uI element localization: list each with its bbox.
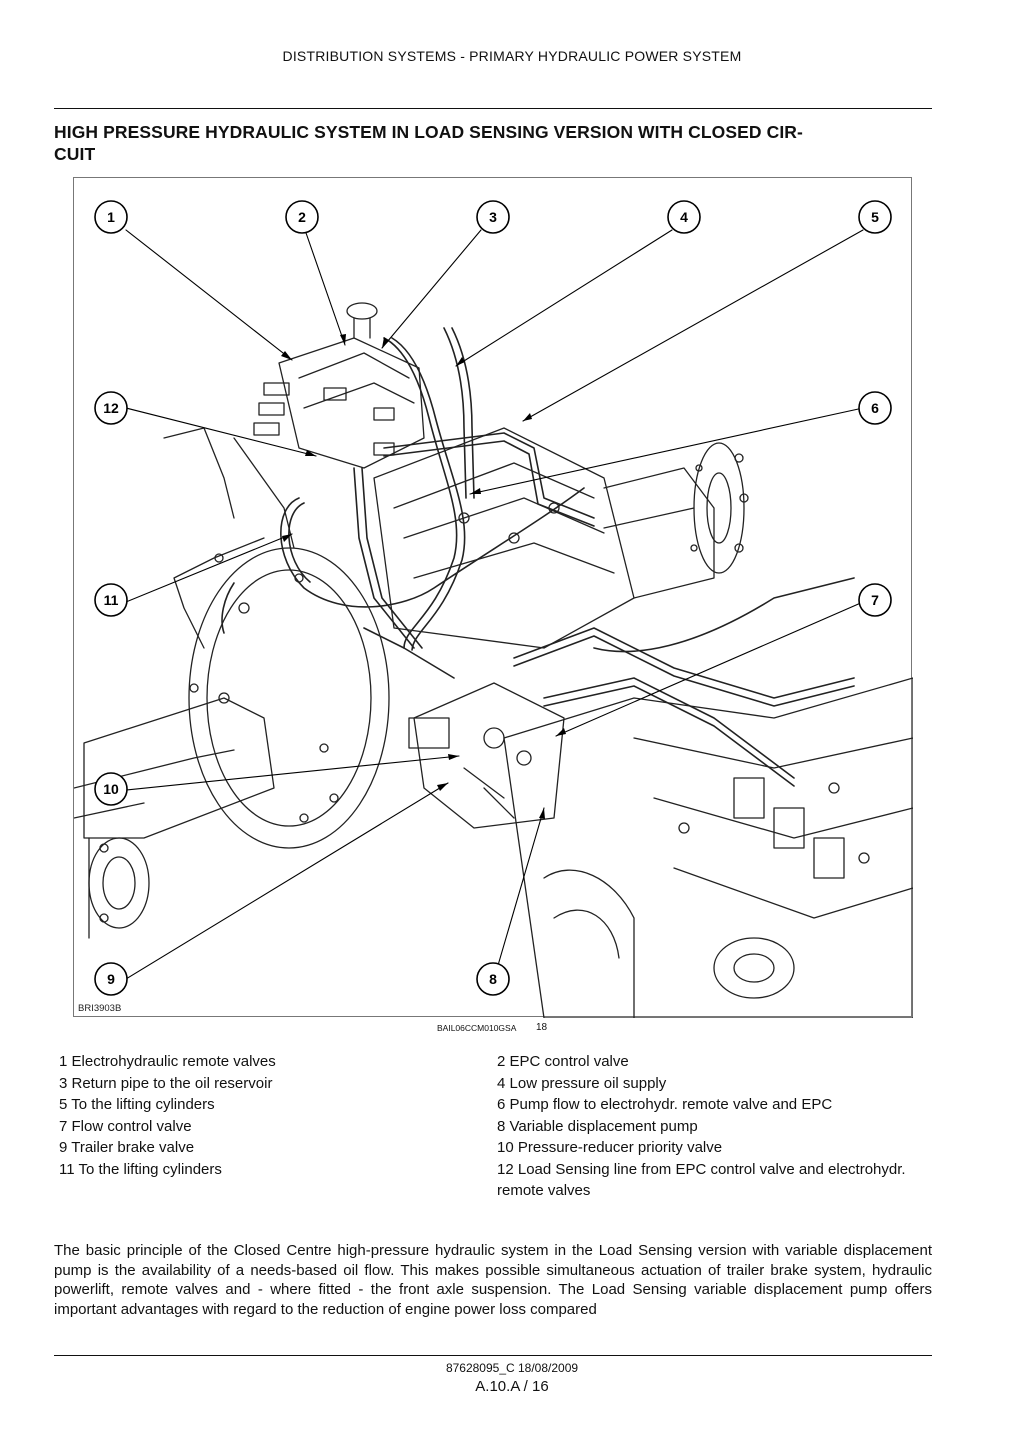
callout-8: [476, 962, 510, 996]
legend-item: 8 Variable displacement pump: [497, 1117, 698, 1135]
engine-block: [503, 677, 913, 1018]
callout-label: 7: [871, 592, 879, 608]
running-header: DISTRIBUTION SYSTEMS - PRIMARY HYDRAULIC…: [282, 48, 742, 64]
callout-4: [667, 200, 701, 234]
legend-item: 3 Return pipe to the oil reservoir: [59, 1074, 273, 1092]
remote-valve-block: [253, 302, 425, 469]
legend-item: 11 To the lifting cylinders: [59, 1160, 222, 1178]
hydraulic-pipes: [221, 327, 855, 787]
callout-label: 2: [298, 209, 306, 225]
legend-row: 5 To the lifting cylinders 6 Pump flow t…: [59, 1094, 929, 1116]
callout-label: 12: [103, 400, 119, 416]
callout-label: 11: [104, 592, 119, 608]
left-axle-housing: [74, 697, 275, 939]
callout-5: [858, 200, 892, 234]
legend-item: 6 Pump flow to electrohydr. remote valve…: [497, 1096, 833, 1113]
legend-item: 12 Load Sensing line from EPC control va…: [497, 1160, 906, 1200]
legend-row: 1 Electrohydraulic remote valves 2 EPC c…: [59, 1051, 929, 1073]
callout-2: [285, 200, 319, 234]
legend-item: 10 Pressure-reducer priority valve: [497, 1139, 723, 1156]
valve-cluster: [408, 682, 565, 829]
legend-item: 5 To the lifting cylinders: [59, 1096, 215, 1113]
footer-page-number: A.10.A / 16: [475, 1378, 549, 1395]
callout-circles: [94, 200, 892, 996]
legend-row: 9 Trailer brake valve 10 Pressure-reduce…: [59, 1137, 929, 1159]
footer-document-reference: 87628095_C 18/08/2009: [445, 1361, 579, 1375]
legend-row: 3 Return pipe to the oil reservoir 4 Low…: [59, 1073, 929, 1095]
legend-item: 4 Low pressure oil supply: [497, 1074, 667, 1092]
legend-item: 7 Flow control valve: [59, 1117, 192, 1135]
callout-9: [94, 962, 128, 996]
callout-1: [94, 200, 128, 234]
right-axle-hub: [603, 442, 749, 599]
callout-10: [94, 772, 128, 806]
callout-12: [94, 391, 128, 425]
callout-arrowheads: [281, 334, 566, 819]
figure-legend: 1 Electrohydraulic remote valves 2 EPC c…: [59, 1051, 929, 1202]
callout-label: 8: [489, 971, 497, 987]
callout-11: [94, 583, 128, 617]
legend-item: 9 Trailer brake valve: [59, 1139, 195, 1156]
hydraulic-system-illustration: 1 2 3 4 5 6 7 8 9 10 11 12: [74, 200, 913, 1018]
figure-number: 18: [536, 1022, 548, 1033]
callout-label: 1: [107, 209, 115, 225]
callout-numbers: 1 2 3 4 5 6 7 8 9 10 11 12: [103, 209, 879, 987]
body-paragraph: The basic principle of the Closed Centre…: [54, 1242, 932, 1318]
legend-item: 2 EPC control valve: [497, 1053, 629, 1070]
callout-label: 5: [871, 209, 879, 225]
hydraulic-diagram-figure: 1 2 3 4 5 6 7 8 9 10 11 12 BRI3903B: [73, 177, 913, 1018]
callout-3: [476, 200, 510, 234]
callout-label: 3: [489, 209, 497, 225]
legend-row: 11 To the lifting cylinders 12 Load Sens…: [59, 1159, 929, 1202]
callout-6: [858, 391, 892, 425]
callout-label: 10: [103, 781, 119, 797]
footer-rule: [54, 1355, 932, 1356]
callout-label: 9: [107, 971, 115, 987]
legend-row: 7 Flow control valve 8 Variable displace…: [59, 1116, 929, 1138]
callout-leader-lines: [125, 229, 864, 980]
legend-item: 1 Electrohydraulic remote valves: [59, 1053, 276, 1070]
section-title: HIGH PRESSURE HYDRAULIC SYSTEM IN LOAD S…: [54, 122, 803, 164]
figure-reference: BAIL06CCM010GSA: [437, 1023, 517, 1033]
central-gearbox: [373, 427, 635, 649]
callout-label: 6: [871, 400, 879, 416]
callout-7: [858, 583, 892, 617]
figure-image-code: BRI3903B: [78, 1003, 122, 1014]
callout-label: 4: [680, 209, 688, 225]
header-rule: [54, 108, 932, 109]
